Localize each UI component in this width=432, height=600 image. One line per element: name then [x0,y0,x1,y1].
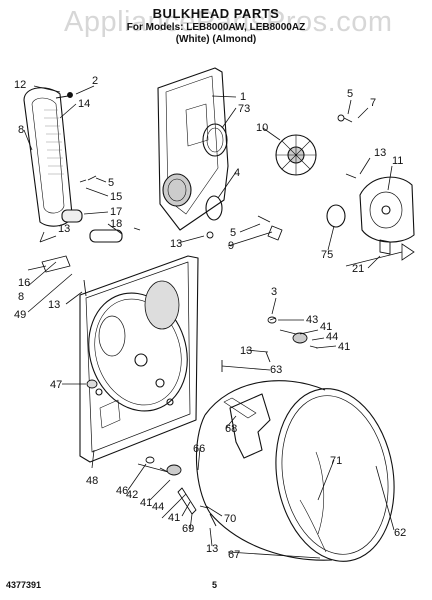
callout-label: 41 [320,321,332,333]
callout-label: 42 [126,489,138,501]
model-numbers: For Models: LEB8000AW, LEB8000AZ [126,22,306,33]
document-number: 4377391 [6,580,42,590]
callout-label: 10 [256,122,268,134]
callout-label: 41 [168,512,180,524]
thermostat [61,209,83,223]
callout-label: 43 [306,314,318,326]
dryer-drum [195,380,395,562]
callout-leaders [23,85,403,559]
page-number: 5 [212,580,218,590]
thermal-fuse [89,229,123,243]
callout-label: 13 [206,543,218,555]
callout-label: 75 [321,249,333,261]
callout-label: 48 [86,475,98,487]
watermark: AppliancePartsPros.com [64,6,393,38]
callout-label: 41 [338,341,350,353]
callout-label: 8 [18,124,24,136]
callout-label: 13 [240,345,252,357]
callout-label: 11 [392,155,403,167]
drum-baffle [229,393,271,459]
callout-label: 4 [234,167,240,179]
callout-label: 14 [78,98,90,110]
callout-label: 5 [108,177,114,189]
callout-label: 13 [374,147,386,159]
front-bulkhead-panel [79,255,199,463]
callout-label: 2 [92,75,98,87]
callout-label: 73 [238,103,250,115]
callout-label: 68 [225,423,237,435]
callout-label: 5 [347,88,353,100]
blower-housing [359,176,415,243]
callout-label: 47 [50,379,62,391]
callout-label: 8 [18,291,24,303]
callout-label: 17 [110,206,122,218]
callout-label: 21 [352,263,364,275]
callout-label: 70 [224,513,236,525]
color-options: (White) (Almond) [175,34,257,45]
callout-label: 44 [152,501,164,513]
blower-seal [326,204,346,228]
reference-flag-icon [401,243,415,261]
callout-label: 12 [14,79,26,91]
callout-label: 16 [18,277,30,289]
callout-labels: 12 2 14 1 73 5 7 10 8 13 11 4 5 15 17 18… [14,75,406,561]
callout-label: 69 [182,523,194,535]
page-title: BULKHEAD PARTS [152,6,280,21]
seal-ring [202,123,228,157]
gasket [205,195,223,221]
callout-label: 9 [228,240,234,252]
hardware-screws [39,92,391,527]
callout-label: 18 [110,218,122,230]
lint-screen [23,87,73,227]
callout-label: 5 [230,227,236,239]
callout-label: 67 [228,549,240,561]
rear-bulkhead [157,67,229,231]
callout-label: 13 [58,223,70,235]
callout-label: 66 [193,443,205,455]
callout-label: 46 [116,485,128,497]
callout-label: 7 [370,97,376,109]
callout-label: 15 [110,191,122,203]
callout-label: 62 [394,527,406,539]
callout-label: 13 [48,299,60,311]
callout-label: 44 [326,331,338,343]
callout-label: 41 [140,497,152,509]
callout-label: 49 [14,309,26,321]
callout-label: 71 [330,455,342,467]
blower-wheel [275,134,317,176]
callout-label: 63 [270,364,282,376]
callout-label: 1 [240,91,246,103]
callout-label: 13 [170,238,182,250]
callout-label: 3 [271,286,277,298]
